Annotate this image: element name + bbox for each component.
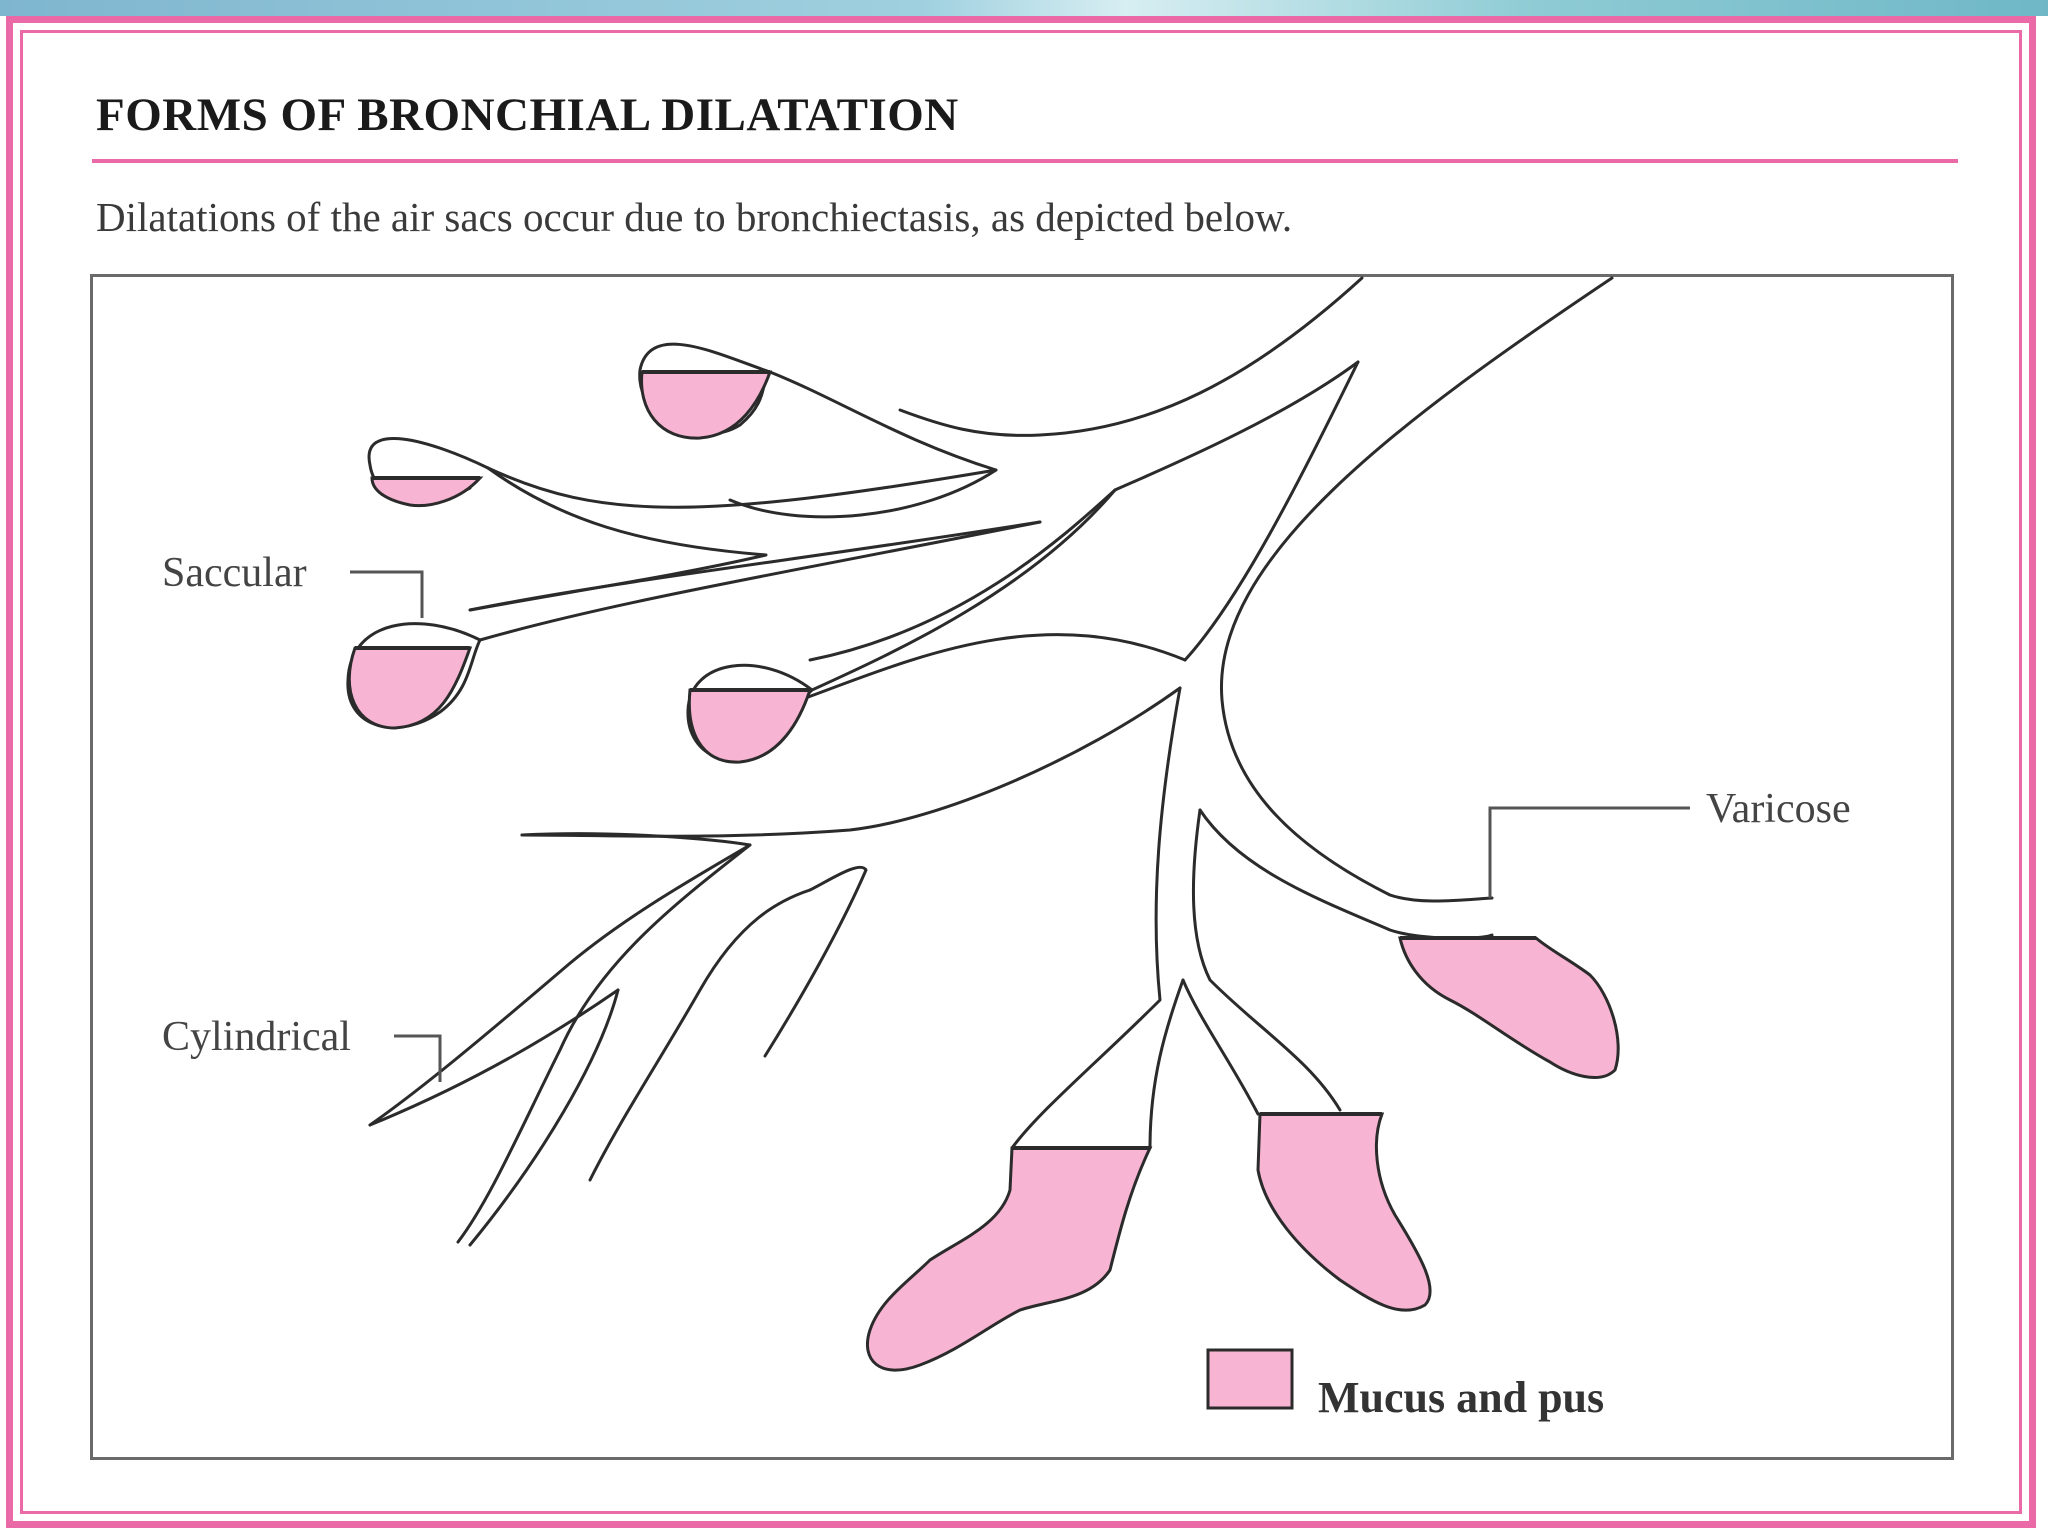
saccular-left-neck [468,466,768,612]
lower-branch-outline [520,686,1182,838]
saccular-left-neck-2 [486,466,998,509]
mucus-lower-left [865,1146,1153,1372]
mucus-saccular-top [640,370,773,440]
saccular-low-neck [810,488,1117,692]
page-title: FORMS OF BRONCHIAL DILATATION [96,89,959,141]
main-bronchus-outline-right [1220,276,1614,903]
cylindrical-branch-c [468,988,620,1247]
legend-label-mucus: Mucus and pus [1318,1373,1604,1422]
label-varicose: Varicose [1706,786,1851,832]
cylindrical-branch-d [588,888,812,1182]
cylindrical-branch-a [456,843,752,1244]
mucus-saccular-left [370,476,484,508]
mucus-lower-mid [1256,1112,1432,1312]
mucus-saccular-low [687,688,813,764]
saccular-mid-sac [346,622,482,729]
cylindrical-branch-e [763,865,868,1058]
cylindrical-leader-line [394,1034,442,1082]
down-branch-left [1010,686,1182,1150]
down-branch-inner [1148,978,1185,1150]
legend-swatch-mucus [1206,1348,1294,1410]
mucus-saccular-mid [347,646,473,730]
saccular-top-neck [728,370,998,519]
title-divider [92,159,1958,163]
top-decorative-strip [0,0,2048,16]
varicose-leader-line [1488,806,1690,898]
down-branch-mid [1191,808,1342,1112]
mucus-varicose [1398,936,1620,1079]
label-saccular: Saccular [162,550,307,596]
page-subtitle: Dilatations of the air sacs occur due to… [96,194,1293,240]
slide-frame-outer [6,16,2036,1528]
slide-frame-inner [20,30,2022,1514]
saccular-mid-neck [478,520,1042,642]
main-bronchus-outline-left [898,276,1364,437]
upper-branch-point [1183,360,1360,662]
lower-branch-outline-2 [368,832,752,1127]
label-cylindrical: Cylindrical [162,1014,351,1060]
down-branch-right [1198,808,1494,940]
saccular-mid-neck-2 [468,520,1042,612]
saccular-leader-line [350,570,424,618]
cylindrical-branch-b [368,988,620,1127]
saccular-low-neck-2 [798,633,1187,702]
down-branch-split [1181,978,1260,1116]
